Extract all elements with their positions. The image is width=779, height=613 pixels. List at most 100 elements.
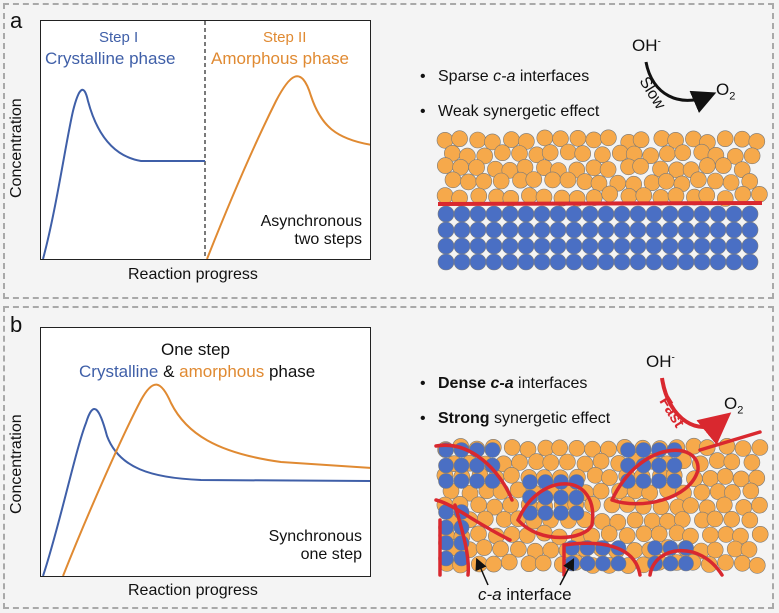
crystalline-atom bbox=[666, 473, 683, 489]
amorphous-atom bbox=[700, 556, 718, 573]
panel-a-bullet-2: •Weak synergetic effect bbox=[420, 103, 600, 120]
amorphous-atom bbox=[642, 147, 660, 164]
interface-pointer-2 bbox=[559, 558, 575, 586]
crystalline-atom bbox=[484, 442, 501, 458]
amorphous-atom bbox=[715, 157, 732, 174]
amorphous-atom bbox=[632, 131, 650, 148]
amorphous-atom bbox=[741, 511, 759, 529]
reactant-text: OH bbox=[632, 36, 658, 55]
amorphous-atom bbox=[716, 130, 734, 147]
reactant-sup: - bbox=[671, 352, 675, 364]
bullet-em: c-a bbox=[490, 375, 514, 392]
amorphous-atom bbox=[461, 484, 479, 502]
amorphous-atom bbox=[586, 466, 604, 484]
amorphous-atom bbox=[601, 469, 618, 486]
product-b: O2 bbox=[724, 394, 743, 416]
amorphous-atom bbox=[510, 540, 527, 558]
amorphous-atom bbox=[559, 453, 576, 471]
interface-pointer-1 bbox=[475, 557, 489, 586]
crystalline-atom bbox=[522, 474, 538, 490]
amorphous-atom bbox=[492, 172, 510, 190]
step2-label: Step II bbox=[263, 29, 307, 46]
amorphous-atom bbox=[693, 483, 711, 501]
crystalline-atom bbox=[610, 555, 627, 572]
panel-b-note: Synchronous one step bbox=[269, 528, 362, 564]
product-a: O2 bbox=[716, 80, 735, 102]
amorphous-atom bbox=[690, 171, 707, 189]
amorphous-atom bbox=[537, 439, 555, 457]
amorphous-atom bbox=[742, 482, 760, 500]
amorphous-atom bbox=[724, 484, 741, 501]
crystalline-layer bbox=[437, 205, 759, 271]
panel-b-bullet-2: •Strong synergetic effect bbox=[420, 410, 611, 427]
panel-b-letter: b bbox=[10, 312, 23, 337]
amorphous-atom bbox=[682, 497, 699, 514]
amorphous-atom bbox=[495, 511, 513, 528]
amorphous-atom bbox=[468, 159, 485, 176]
crystalline-atom bbox=[568, 489, 585, 506]
panel-a-curves bbox=[42, 21, 370, 259]
crystalline-atom bbox=[651, 457, 667, 474]
amorphous-atom bbox=[706, 510, 724, 528]
amorphous-atom bbox=[592, 452, 610, 470]
crystalline-atom bbox=[469, 457, 485, 474]
product-sub: 2 bbox=[737, 404, 744, 417]
step2-phase: Amorphous phase bbox=[211, 49, 349, 68]
amorphous-atom bbox=[534, 554, 552, 572]
amorphous-atom bbox=[475, 539, 493, 556]
crystalline-atom bbox=[537, 505, 554, 521]
interface-line bbox=[610, 448, 700, 506]
amorphous-atom bbox=[476, 147, 494, 165]
amorphous-atom bbox=[528, 453, 545, 470]
amorphous-atom bbox=[609, 513, 627, 531]
amorphous-atom bbox=[635, 525, 653, 543]
amorphous-atom bbox=[618, 527, 636, 544]
title-crystalline: Crystalline bbox=[79, 362, 159, 381]
amorphous-atom bbox=[551, 439, 569, 457]
reactant-sup: - bbox=[657, 36, 661, 48]
title-amp: & bbox=[158, 362, 180, 381]
amorphous-atom bbox=[503, 439, 521, 456]
amorphous-atom bbox=[552, 130, 569, 147]
amorphous-atom bbox=[726, 148, 744, 165]
amorphous-atom bbox=[740, 541, 758, 558]
amorphous-atom bbox=[632, 158, 649, 175]
panel-a-bullet-1: •Sparse c-a interfaces bbox=[420, 68, 590, 85]
amorphous-atom bbox=[484, 133, 501, 151]
interface-line bbox=[698, 430, 762, 452]
amorphous-atom bbox=[751, 525, 769, 543]
amorphous-atom bbox=[568, 439, 586, 457]
reactant-a: OH- bbox=[632, 36, 661, 56]
amorphous-atom bbox=[451, 130, 468, 147]
note-line-1: Synchronous bbox=[268, 528, 362, 545]
amorphous-atom bbox=[723, 510, 741, 528]
panel-b-curves bbox=[42, 383, 370, 576]
amorphous-curve-b bbox=[62, 383, 370, 576]
product-text: O bbox=[716, 80, 730, 99]
crystalline-curve-b bbox=[42, 408, 370, 576]
crystalline-atom bbox=[553, 474, 569, 490]
crystalline-atom bbox=[522, 489, 538, 506]
amorphous-atom bbox=[717, 526, 735, 543]
amorphous-atom bbox=[741, 173, 759, 190]
amorphous-atom bbox=[542, 454, 560, 471]
crystalline-atom bbox=[438, 457, 454, 474]
bullet-text: synergetic effect bbox=[489, 410, 611, 427]
amorphous-atom bbox=[600, 525, 618, 543]
crystalline-atom bbox=[678, 555, 694, 572]
amorphous-atom bbox=[722, 174, 740, 191]
crystalline-atom bbox=[579, 555, 596, 572]
crystalline-atom bbox=[453, 457, 470, 474]
amorphous-atom bbox=[626, 511, 644, 529]
interface-line bbox=[434, 443, 514, 502]
amorphous-atom bbox=[594, 146, 611, 163]
title-phase: phase bbox=[264, 362, 316, 381]
bullet-em: c-a bbox=[493, 68, 516, 85]
amorphous-atom bbox=[715, 496, 733, 514]
note-line-2: one step bbox=[300, 546, 362, 563]
step1-label: Step I bbox=[99, 29, 139, 46]
bullet-bold: Dense bbox=[438, 375, 491, 392]
amorphous-atom bbox=[634, 497, 652, 515]
bullet-text: interfaces bbox=[513, 375, 588, 392]
interface-line bbox=[562, 541, 642, 577]
